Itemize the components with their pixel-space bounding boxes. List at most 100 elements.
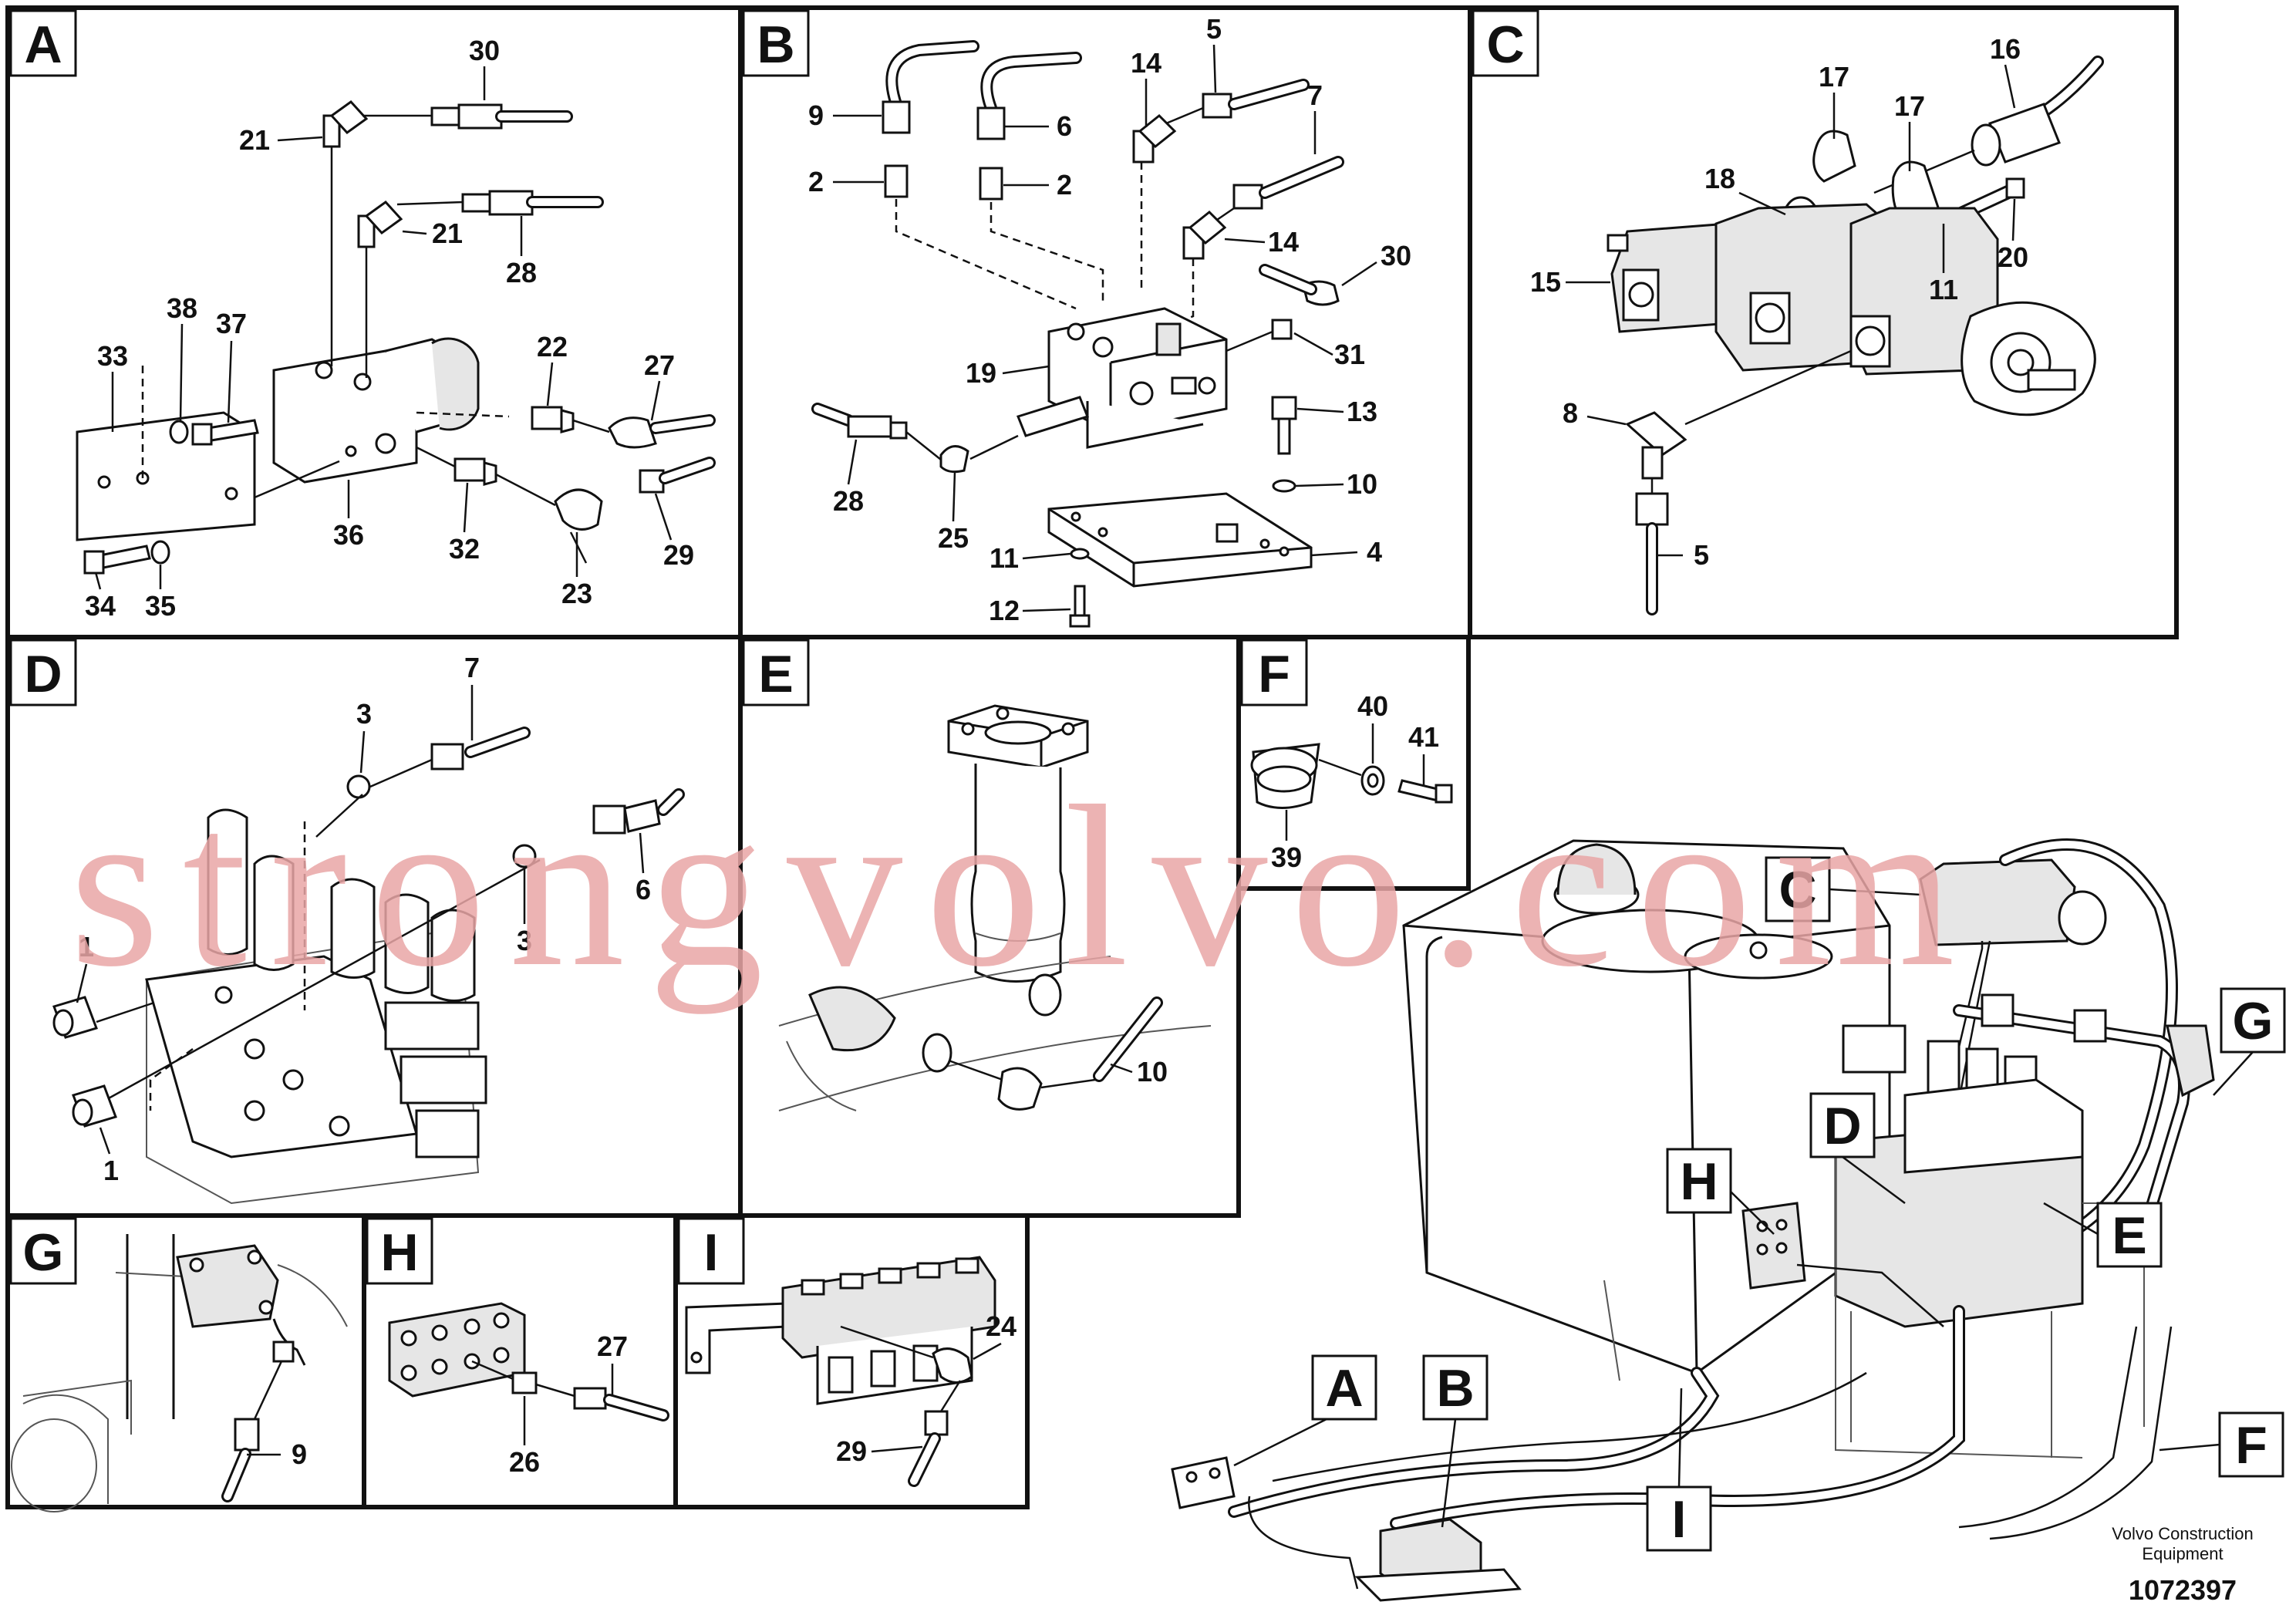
panel-tag-e: E — [742, 639, 810, 706]
svg-text:A: A — [1325, 1359, 1363, 1418]
panel-e-callouts: 10 — [1110, 1056, 1168, 1088]
panel-letter-c: C — [1486, 15, 1524, 74]
overview-tag-g: G — [2213, 987, 2286, 1096]
overview-tag-a: A — [1233, 1354, 1377, 1467]
callout-d-3-top: 3 — [356, 698, 372, 730]
panel-b-callouts: 9 6 14 5 7 2 2 14 30 19 31 13 28 25 10 1… — [808, 13, 1411, 626]
callout-f-41: 41 — [1408, 721, 1439, 753]
callout-b-30: 30 — [1381, 240, 1411, 271]
callout-d-6: 6 — [636, 874, 651, 905]
panel-letter-g: G — [23, 1223, 64, 1282]
callout-b-28: 28 — [833, 485, 864, 517]
callout-a-27: 27 — [644, 349, 675, 381]
callout-a-21-lower: 21 — [432, 218, 463, 249]
callout-d-7: 7 — [464, 652, 480, 683]
overview-tag-b: B — [1422, 1354, 1489, 1528]
callout-c-15: 15 — [1530, 266, 1561, 298]
company-line-2: Equipment — [2142, 1544, 2223, 1563]
callout-c-11: 11 — [1929, 274, 1958, 305]
panel-letter-h: H — [380, 1223, 418, 1282]
overview-tag-f: F — [2159, 1411, 2284, 1478]
panel-letter-e: E — [758, 645, 793, 703]
callout-a-37: 37 — [216, 308, 247, 339]
overview-tag-d: D — [1809, 1092, 1906, 1205]
document-number: 1072397 — [2129, 1574, 2237, 1606]
callout-a-30: 30 — [469, 35, 500, 66]
callout-h-27: 27 — [597, 1330, 628, 1362]
panel-tag-i: I — [677, 1217, 745, 1285]
svg-text:F: F — [2235, 1416, 2267, 1475]
svg-text:G: G — [2233, 992, 2274, 1050]
callout-b-10: 10 — [1347, 468, 1377, 500]
panel-g-callouts: 9 — [247, 1438, 307, 1470]
callout-b-11: 11 — [990, 542, 1019, 574]
callout-a-28: 28 — [506, 257, 537, 288]
watermark: strongvolvo.com — [69, 758, 1978, 1015]
callout-b-12: 12 — [989, 595, 1020, 626]
panel-a-drawing — [76, 100, 716, 575]
svg-text:H: H — [1680, 1152, 1718, 1211]
panel-f-drawing — [1250, 743, 1453, 809]
overview-machine — [1171, 838, 2215, 1602]
callout-i-24: 24 — [986, 1310, 1017, 1342]
panel-b-drawing — [811, 40, 1344, 628]
svg-text:B: B — [1436, 1359, 1474, 1418]
callout-b-2-right: 2 — [1057, 169, 1072, 201]
panel-c-drawing — [1607, 56, 2104, 615]
svg-text:C: C — [1778, 861, 1816, 919]
callout-d-1-top: 1 — [79, 931, 94, 963]
callout-c-17-right: 17 — [1894, 90, 1925, 122]
callout-i-29: 29 — [836, 1435, 867, 1467]
callout-f-40: 40 — [1357, 690, 1388, 722]
callout-b-9: 9 — [808, 99, 824, 131]
callout-c-8: 8 — [1563, 397, 1578, 429]
callout-a-29: 29 — [663, 539, 694, 571]
callout-f-39: 39 — [1271, 841, 1302, 873]
panel-frames — [5, 5, 2179, 1509]
panel-g-drawing — [11, 1234, 348, 1512]
company-line-1: Volvo Construction — [2112, 1524, 2253, 1543]
panel-tag-d: D — [9, 639, 77, 706]
panel-a-callouts: 30 21 21 28 38 37 33 22 27 36 32 23 29 3… — [85, 35, 694, 622]
callout-b-4: 4 — [1367, 536, 1382, 568]
panel-letter-f: F — [1258, 645, 1290, 703]
panel-letter-i: I — [704, 1223, 719, 1282]
panel-i-drawing — [685, 1256, 996, 1487]
panel-d-drawing — [52, 727, 685, 1205]
callout-a-38: 38 — [167, 292, 197, 324]
callout-h-26: 26 — [509, 1446, 540, 1478]
callout-c-18: 18 — [1704, 163, 1735, 194]
callout-a-23: 23 — [561, 578, 592, 609]
panel-tag-a: A — [9, 9, 77, 77]
panel-h-drawing — [388, 1302, 669, 1421]
callout-b-7: 7 — [1307, 79, 1323, 111]
callout-a-36: 36 — [333, 519, 364, 551]
panel-letter-d: D — [24, 645, 62, 703]
callout-e-10: 10 — [1137, 1056, 1168, 1088]
callout-a-21-upper: 21 — [239, 124, 270, 156]
svg-text:E: E — [2112, 1206, 2146, 1265]
overview-tag-c: C — [1765, 856, 1921, 922]
panel-c-callouts: 17 17 16 18 15 11 20 8 5 — [1530, 33, 2028, 571]
callout-d-3-bottom: 3 — [517, 925, 532, 956]
callout-b-31: 31 — [1334, 339, 1365, 370]
panel-i-callouts: 24 29 — [836, 1310, 1017, 1467]
svg-text:D: D — [1823, 1097, 1861, 1155]
callout-b-14-top: 14 — [1131, 47, 1161, 79]
callout-a-33: 33 — [97, 340, 128, 372]
svg-text:I: I — [1672, 1490, 1687, 1549]
callout-a-32: 32 — [449, 533, 480, 565]
callout-a-22: 22 — [537, 331, 568, 363]
callout-g-9: 9 — [292, 1438, 307, 1470]
overview-tag-i: I — [1646, 1388, 1712, 1552]
overview-tags: C G D E H A B F I — [1233, 856, 2286, 1552]
callout-c-5: 5 — [1694, 539, 1709, 571]
panel-tag-g: G — [9, 1217, 77, 1285]
panel-letter-tags: A B C D E F G H I — [9, 9, 1539, 1285]
callout-a-35: 35 — [145, 590, 176, 622]
panel-tag-b: B — [742, 9, 810, 77]
callout-c-17-left: 17 — [1819, 61, 1849, 93]
callout-b-5: 5 — [1206, 13, 1222, 45]
callout-b-19: 19 — [966, 357, 996, 389]
